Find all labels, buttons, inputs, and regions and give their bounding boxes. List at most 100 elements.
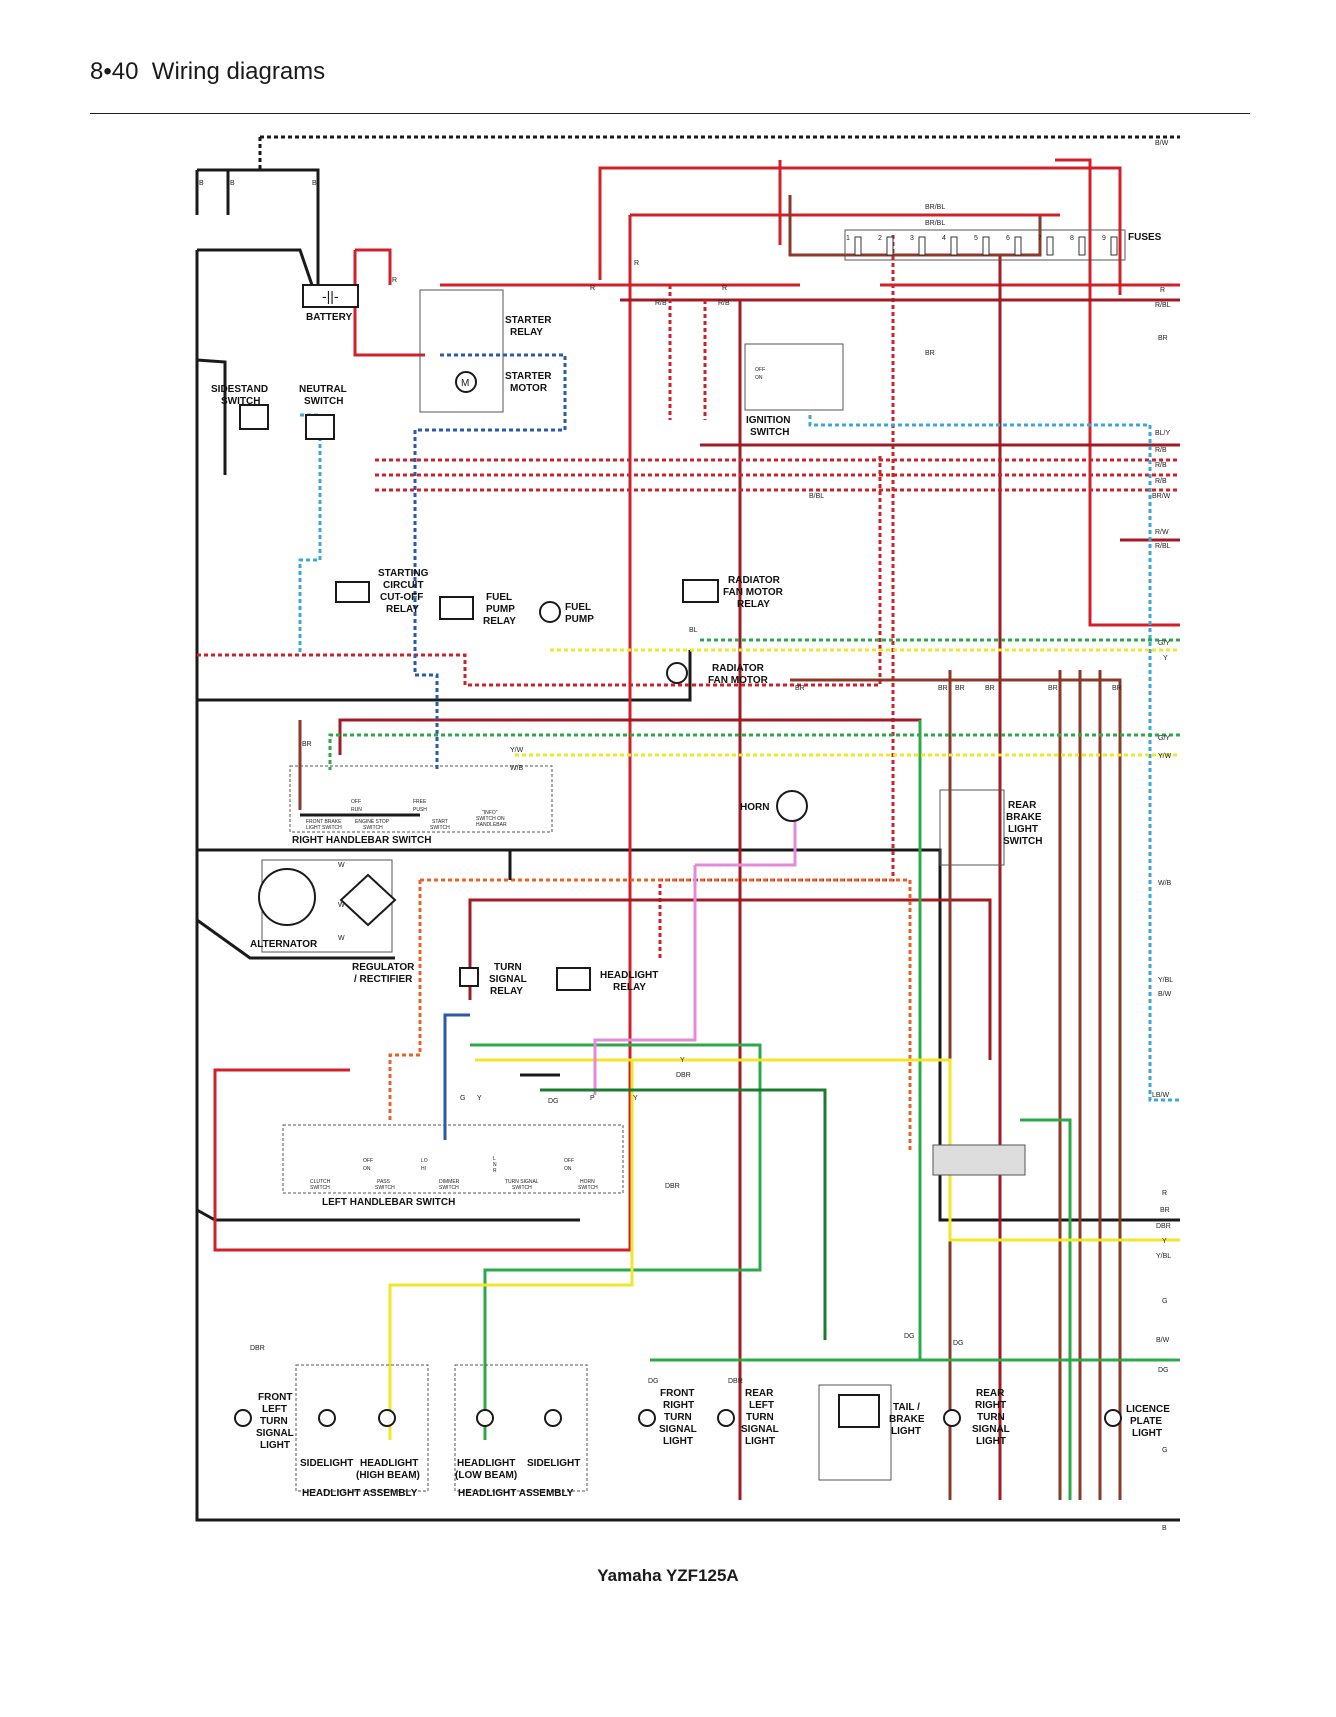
lamp-icon-rear-left [717, 1409, 735, 1427]
wire-pink [593, 865, 697, 1095]
tail-label-3: LIGHT [891, 1426, 921, 1437]
wire-code: W [338, 902, 345, 909]
wire-code: G [460, 1095, 465, 1102]
wire-code: B/W [1156, 1337, 1170, 1344]
switch-label: DIMMER [439, 1179, 460, 1185]
wire-code: DBR [728, 1378, 743, 1385]
sidestand-label-2: SWITCH [221, 396, 260, 407]
right-handlebar-switch-box [289, 765, 553, 833]
wire-code: Y [1162, 1238, 1167, 1245]
fan-relay-label-3: RELAY [737, 599, 770, 610]
fuel-relay-label-3: RELAY [483, 616, 516, 627]
turn-relay-label-3: RELAY [490, 986, 523, 997]
battery-icon [302, 284, 359, 308]
switch-label: ENGINE STOP [355, 819, 390, 825]
rear-right-label: REAR [976, 1388, 1005, 1399]
wire-code: R/B [1155, 447, 1167, 454]
svg-text:M: M [461, 378, 469, 389]
wire-code: W [338, 935, 345, 942]
wire-code: DBR [1156, 1223, 1171, 1230]
wire-code: R [1160, 287, 1165, 294]
wire-code: B/BL [809, 493, 824, 500]
turn-relay-label: TURN [494, 962, 522, 973]
wire-code: P [590, 1095, 595, 1102]
wire-code: B [1162, 1525, 1167, 1532]
rear-brake-label-3: LIGHT [1008, 824, 1038, 835]
rear-brake-label-2: BRAKE [1006, 812, 1042, 823]
lamp-icon-front-right [638, 1409, 656, 1427]
headlight-relay-label-2: RELAY [613, 982, 646, 993]
switch-position: OFF [351, 799, 361, 805]
wire-brown-bus [788, 195, 1122, 1500]
wire-code: R/W [1155, 529, 1169, 536]
rear-left-label: REAR [745, 1388, 774, 1399]
ignition-switch-box [744, 343, 844, 411]
front-right-label-2: RIGHT [663, 1400, 694, 1411]
switch-label: SWITCH [512, 1185, 532, 1191]
wire-code: R [634, 260, 639, 267]
fuel-relay-label: FUEL [486, 592, 512, 603]
wire-code: R [590, 285, 595, 292]
wire-code: LB/W [1152, 1092, 1170, 1099]
switch-position: OFF [564, 1158, 574, 1164]
rear-brake-switch-box [939, 789, 1005, 866]
wire-code: B [199, 180, 204, 187]
wire-darkred-bus [620, 255, 1180, 1500]
wire-code: G/Y [1158, 735, 1170, 742]
switch-label: LIGHT SWITCH [306, 825, 342, 831]
battery-label: BATTERY [306, 312, 352, 323]
page-header: 8•40 Wiring diagrams [90, 58, 325, 86]
sidelight-label-2: SIDELIGHT [527, 1458, 580, 1469]
page-number: 8•40 [90, 58, 139, 85]
wire-code: G [1162, 1298, 1167, 1305]
rear-right-label-5: LIGHT [976, 1436, 1006, 1447]
symbols: -||- M [234, 284, 1122, 1428]
wire-code: DG [953, 1340, 964, 1347]
switch-position: R [493, 1168, 497, 1174]
headlight-assembly-label: HEADLIGHT ASSEMBLY [302, 1488, 418, 1499]
wire-code: BR [1048, 685, 1058, 692]
wire-code: BR [955, 685, 965, 692]
tail-label: TAIL / [893, 1402, 920, 1413]
wire-code: BR [938, 685, 948, 692]
fan-motor-label: RADIATOR [712, 663, 765, 674]
fuse-box [844, 229, 1126, 261]
wire-code: BR/BL [925, 220, 945, 227]
sidestand-switch-icon [239, 404, 269, 430]
wire-code: R [722, 285, 727, 292]
fan-relay-label: RADIATOR [728, 575, 781, 586]
switch-label: HANDLEBAR [476, 822, 507, 828]
left-handlebar-label: LEFT HANDLEBAR SWITCH [322, 1197, 455, 1208]
wire-code: BR [795, 685, 805, 692]
headlight-relay-icon [556, 967, 591, 991]
wire-code: R/B [718, 300, 730, 307]
wire-code: DG [1158, 1367, 1169, 1374]
wire-ground-battery [197, 168, 320, 285]
wire-code: Y/BL [1156, 1253, 1171, 1260]
wire-lightblue [298, 413, 1180, 1102]
wire-code: BR [925, 350, 935, 357]
fuse-number: 8 [1070, 235, 1074, 242]
fan-motor-label-2: FAN MOTOR [708, 675, 769, 686]
neutral-switch-icon [305, 414, 335, 440]
wire-code: R/B [655, 300, 667, 307]
wire-code: BR [302, 741, 312, 748]
wire-code: R/B [1155, 462, 1167, 469]
wire-code: B/W [1158, 991, 1172, 998]
switch-label: "INFO" [482, 810, 498, 816]
rear-right-label-4: SIGNAL [972, 1424, 1010, 1435]
switch-label: CLUTCH [310, 1179, 331, 1185]
rear-brake-label-4: SWITCH [1003, 836, 1042, 847]
switch-label: SWITCH [363, 825, 383, 831]
wire-code: Y [477, 1095, 482, 1102]
fuse-number: 1 [846, 235, 850, 242]
wire-code: Y [680, 1057, 685, 1064]
wire-code: B/W [1155, 140, 1169, 147]
headlight-high-label: HEADLIGHT [360, 1458, 418, 1469]
starter-relay-label: STARTER [505, 315, 552, 326]
wire-red-main [440, 166, 1122, 295]
front-left-label: FRONT [258, 1392, 292, 1403]
wire-code: BR [1160, 1207, 1170, 1214]
left-handlebar-switch-box [282, 1124, 624, 1194]
